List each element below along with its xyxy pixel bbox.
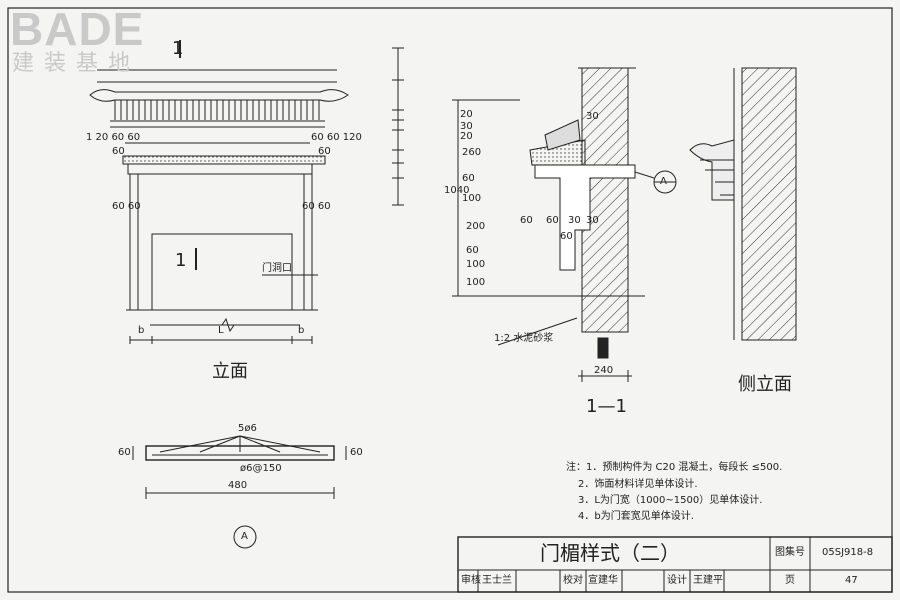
logo-text: BADE: [10, 3, 145, 55]
callout-a-section: A: [660, 176, 667, 187]
sdim-100c: 100: [466, 277, 486, 288]
door-opening-label: 门洞口: [262, 263, 292, 274]
sdim-260: 260: [462, 147, 482, 158]
rebar-top-label: 5ø6: [238, 423, 257, 434]
review-label: 审核: [461, 575, 481, 586]
dim-top-left: 1 20 60 60: [86, 132, 141, 143]
note-1: 注：1．预制构件为 C20 混凝土，每段长 ≤500.: [566, 462, 783, 473]
atlas-number: 05SJ918-8: [822, 547, 874, 558]
elevation-title: 立面: [212, 361, 248, 382]
rebar-bottom-label: ø6@150: [240, 463, 282, 474]
section-title: 1—1: [586, 396, 627, 417]
side-elevation-view: [689, 67, 797, 341]
detail-a-view: [132, 435, 347, 549]
side-elevation-title: 侧立面: [738, 374, 792, 395]
detail-height-right: 60: [350, 447, 363, 458]
dim-right-mid: 60 60: [302, 201, 331, 212]
sdim-60b: 60: [466, 245, 479, 256]
detail-length: 480: [228, 480, 248, 491]
logo-subtitle: 建装基地: [12, 51, 141, 76]
sdim-30-top: 30: [586, 111, 599, 122]
detail-height-left: 60: [118, 447, 131, 458]
check-label: 校对: [563, 575, 583, 586]
step-dim-1: 60: [520, 215, 533, 226]
section-mark-top: 1: [172, 38, 184, 59]
step-dim-3: 30: [568, 215, 581, 226]
mortar-label: 1:2 水泥砂浆: [494, 333, 554, 344]
designer-name: 王建平: [693, 575, 723, 586]
dim-top-right-2: 60: [318, 146, 331, 157]
sheet-border: [7, 7, 893, 593]
page-number: 47: [845, 575, 858, 586]
section-mark-bottom: 1: [175, 250, 187, 271]
dim-L: L: [218, 325, 224, 336]
sdim-200: 200: [466, 221, 486, 232]
sdim-100: 100: [462, 193, 482, 204]
note-4: 4．b为门套宽见单体设计.: [578, 511, 694, 522]
design-label: 设计: [667, 575, 687, 586]
vertical-dimension-chain: [392, 47, 404, 206]
step-dim-4: 30: [586, 215, 599, 226]
step-dim-2: 60: [546, 215, 559, 226]
elevation-view: [89, 40, 349, 344]
reviewer-name: 王士兰: [482, 575, 512, 586]
detail-a-mark: A: [241, 531, 248, 542]
note-3: 3．L为门宽（1000~1500）见单体设计.: [578, 495, 763, 506]
dim-b-right: b: [298, 325, 305, 336]
sdim-100b: 100: [466, 259, 486, 270]
step-dim-5: 60: [560, 231, 573, 242]
section-1-1-view: [452, 67, 677, 382]
sdim-20b: 20: [460, 131, 473, 142]
dim-top-right: 60 60 120: [311, 132, 362, 143]
section-width: 240: [594, 365, 614, 376]
checker-name: 宣建华: [588, 575, 618, 586]
page-label: 页: [785, 575, 795, 586]
sdim-30: 30: [460, 121, 473, 132]
sdim-total: 1040: [444, 185, 470, 196]
sdim-60: 60: [462, 173, 475, 184]
note-2: 2．饰面材料详见单体设计.: [578, 479, 698, 490]
sdim-20: 20: [460, 109, 473, 120]
roof-tiles: [114, 100, 320, 120]
dim-b-left: b: [138, 325, 145, 336]
drawing-title: 门楣样式（二）: [540, 541, 680, 565]
title-block: [457, 536, 893, 593]
dim-left-mid: 60 60: [112, 201, 141, 212]
dim-top-left-2: 60: [112, 146, 125, 157]
atlas-label: 图集号: [775, 547, 805, 558]
